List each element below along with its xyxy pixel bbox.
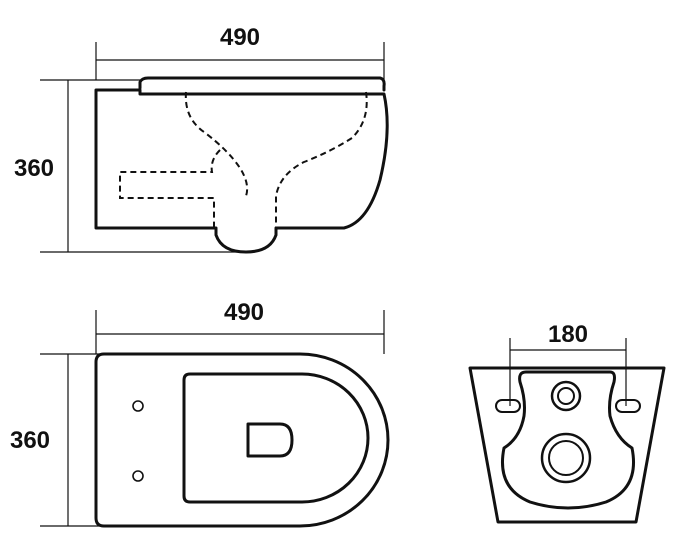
rear-spacing-label: 180	[548, 321, 588, 348]
mounting-hole-bottom	[132, 470, 144, 482]
top-width-label: 490	[224, 299, 264, 326]
seat-lid-outline	[138, 76, 386, 92]
hidden-trap-outlet	[119, 149, 221, 228]
rear-inlet-shape	[501, 370, 635, 510]
rear-spacing-dimension: 180	[509, 321, 627, 406]
mounting-hole-top	[132, 400, 144, 412]
side-width-label: 490	[220, 24, 260, 51]
hidden-bowl-line-right	[275, 91, 368, 228]
waste-outlet-outer	[540, 432, 592, 484]
side-view: 490 360	[14, 24, 389, 254]
waste-outlet-inner	[548, 440, 584, 476]
side-height-label: 360	[14, 155, 54, 182]
fixing-slot-right	[615, 399, 641, 413]
rear-view: 180	[468, 321, 666, 524]
fixing-slot-left	[495, 399, 521, 413]
rear-body-outline	[468, 366, 666, 524]
side-width-dimension: 490	[95, 24, 385, 80]
side-body-outline	[94, 88, 389, 254]
top-height-label: 360	[10, 427, 50, 454]
drain-outline	[246, 422, 294, 458]
seat-opening-outline	[182, 372, 370, 504]
water-inlet-inner	[557, 387, 575, 405]
top-width-dimension: 490	[95, 299, 385, 354]
side-height-dimension: 360	[14, 79, 240, 253]
top-body-outline	[94, 352, 390, 528]
hidden-bowl-line-left	[184, 91, 249, 197]
top-height-dimension: 360	[10, 353, 110, 527]
top-view: 490 360	[10, 299, 390, 528]
water-inlet-outer	[550, 380, 582, 412]
